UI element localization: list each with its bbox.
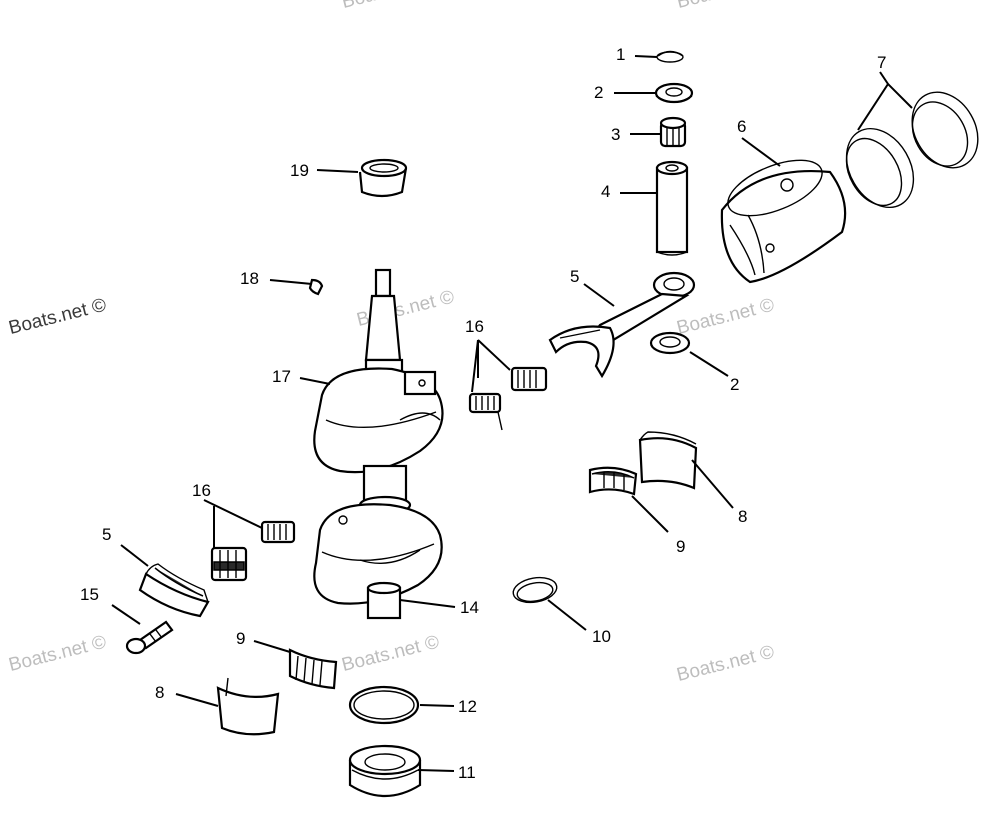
part-9-bearing-half-upper: [588, 466, 638, 496]
callout-14: 14: [460, 598, 479, 617]
callout-5-cap: 5: [102, 525, 111, 544]
callout-7: 7: [877, 53, 886, 72]
callout-6: 6: [737, 117, 746, 136]
part-8-bearing-race-lower: [216, 677, 280, 736]
callout-9-upper: 9: [676, 537, 685, 556]
part-3-needle-bearing: [659, 116, 687, 148]
callout-1: 1: [616, 45, 625, 64]
part-15-bolt: [125, 620, 174, 655]
part-11-oil-seal: [348, 744, 422, 797]
callout-12: 12: [458, 697, 477, 716]
callout-3: 3: [611, 125, 620, 144]
callout-5-rod: 5: [570, 267, 579, 286]
callout-16-upper: 16: [465, 317, 484, 336]
callout-labels: 1 2 3 4 6 7 5 2 19 18 17 16 16 5 15 9 8 …: [80, 45, 886, 782]
part-6-piston: [720, 159, 847, 284]
part-19-bushing: [358, 158, 408, 198]
part-17-crankshaft: [313, 268, 444, 620]
callout-8-lower: 8: [155, 683, 164, 702]
part-7-piston-rings: [845, 91, 979, 209]
part-16-bearing-cage-lower: [210, 520, 296, 582]
part-16-bearing-cage-upper: [468, 366, 548, 431]
callout-8-upper: 8: [738, 507, 747, 526]
callout-15: 15: [80, 585, 99, 604]
part-10-retaining-ring: [512, 576, 558, 604]
callout-9-lower: 9: [236, 629, 245, 648]
callout-4: 4: [601, 182, 610, 201]
callout-16-lower: 16: [192, 481, 211, 500]
callout-2-bottom: 2: [730, 375, 739, 394]
callout-17: 17: [272, 367, 291, 386]
part-2-thrust-washer-bottom: [649, 331, 691, 355]
part-5-rod-cap: [138, 563, 210, 618]
callout-10: 10: [592, 627, 611, 646]
part-2-thrust-washer-top: [654, 82, 694, 104]
part-4-piston-pin: [655, 160, 689, 256]
callout-19: 19: [290, 161, 309, 180]
part-9-main-bearing-half-lower: [288, 648, 338, 690]
callout-18: 18: [240, 269, 259, 288]
part-12-o-ring: [348, 685, 420, 725]
callout-11: 11: [458, 763, 476, 782]
callout-2-top: 2: [594, 83, 603, 102]
leader-lines: [111, 55, 913, 772]
part-5-connecting-rod: [548, 271, 696, 379]
part-8-bearing-race-upper: [638, 431, 698, 490]
part-1-retaining-ring: [656, 50, 684, 63]
part-18-key: [308, 278, 324, 296]
